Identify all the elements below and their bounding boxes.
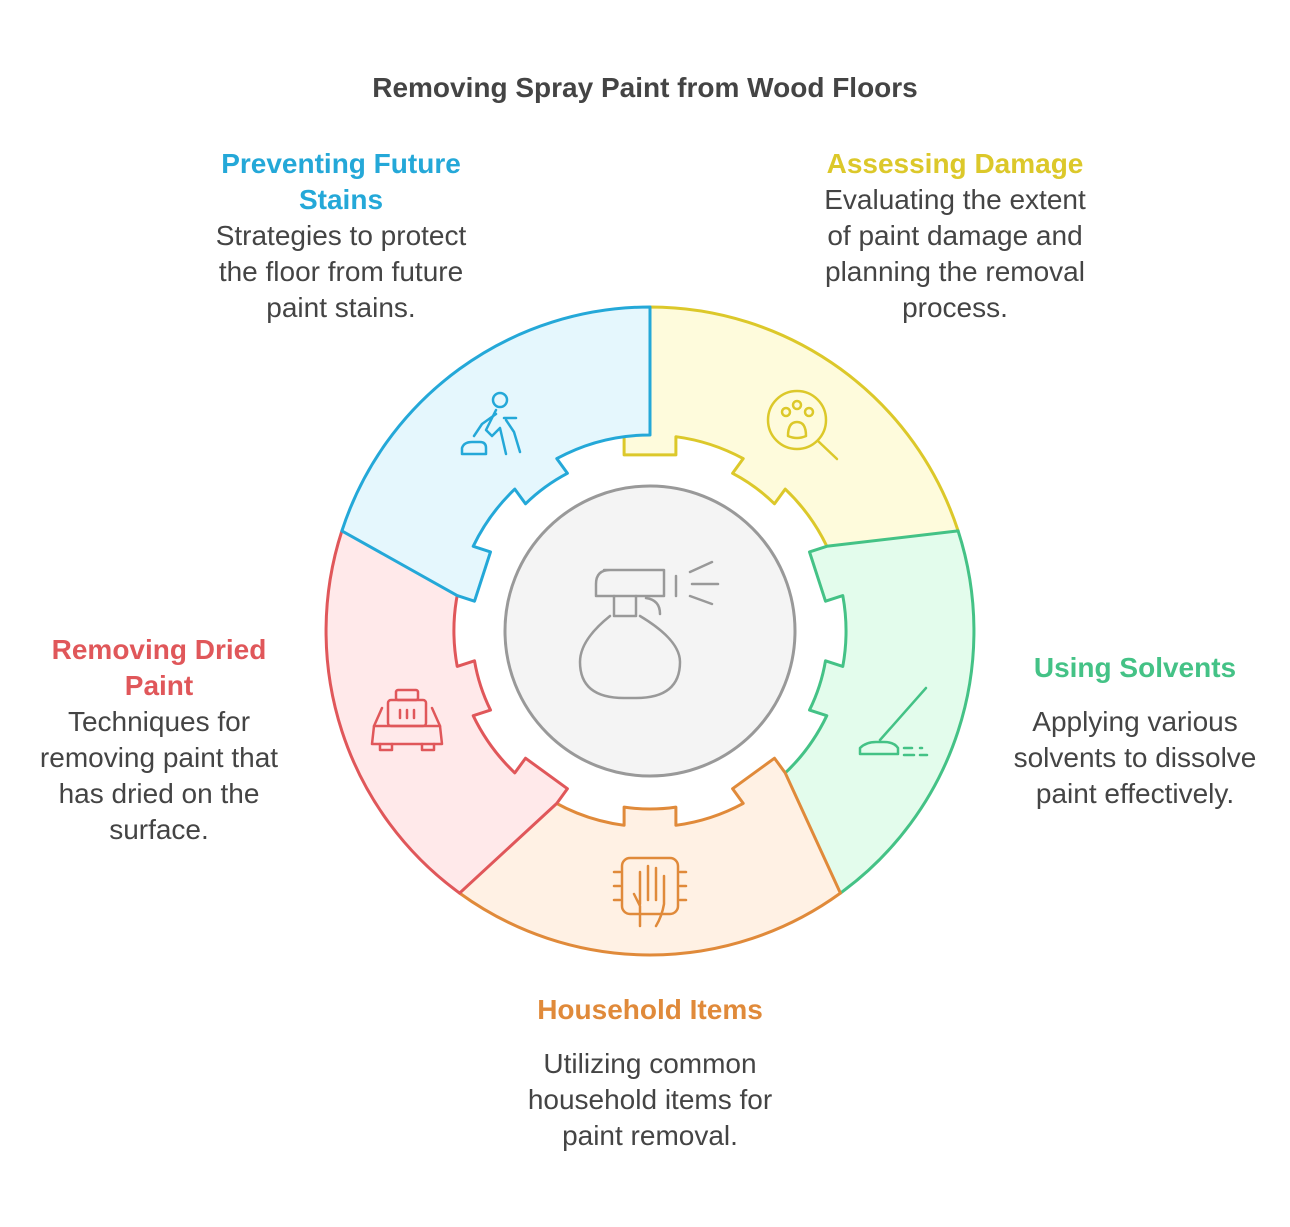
- segment-heading: Assessing Damage: [826, 148, 1084, 179]
- segment-heading: Using Solvents: [1033, 652, 1237, 683]
- segment-heading: Removing Dried Paint: [51, 634, 267, 701]
- ring-segment-preventing: [340, 305, 652, 603]
- segment-heading: Preventing Future Stains: [221, 148, 461, 215]
- scraper-machine-icon: [370, 688, 444, 752]
- center-circle: [503, 484, 797, 778]
- label-assessing-damage: Assessing Damage Evaluating the extent o…: [810, 146, 1100, 326]
- segment-description: Utilizing common household items for pai…: [527, 1048, 773, 1151]
- person-mopping-icon: [460, 391, 522, 456]
- label-household-items: Household Items Utilizing common househo…: [500, 992, 800, 1154]
- spray-bottle-icon: [578, 560, 720, 700]
- segment-description: Strategies to protect the floor from fut…: [215, 220, 467, 323]
- mop-spill-icon: [858, 686, 929, 757]
- segment-heading: Household Items: [537, 994, 763, 1025]
- label-removing-dried-paint: Removing Dried Paint Techniques for remo…: [30, 632, 288, 848]
- segment-description: Applying various solvents to dissolve pa…: [1013, 706, 1257, 809]
- segment-description: Evaluating the extent of paint damage an…: [824, 184, 1086, 323]
- paw-magnifier-icon: [766, 389, 839, 461]
- hand-sponge-icon: [612, 856, 688, 928]
- label-using-solvents: Using Solvents Applying various solvents…: [1000, 650, 1270, 812]
- segments-layer: [324, 305, 976, 957]
- segment-description: Techniques for removing paint that has d…: [39, 706, 279, 845]
- diagram-title: Removing Spray Paint from Wood Floors: [372, 72, 918, 103]
- label-preventing-future-stains: Preventing Future Stains Strategies to p…: [200, 146, 482, 326]
